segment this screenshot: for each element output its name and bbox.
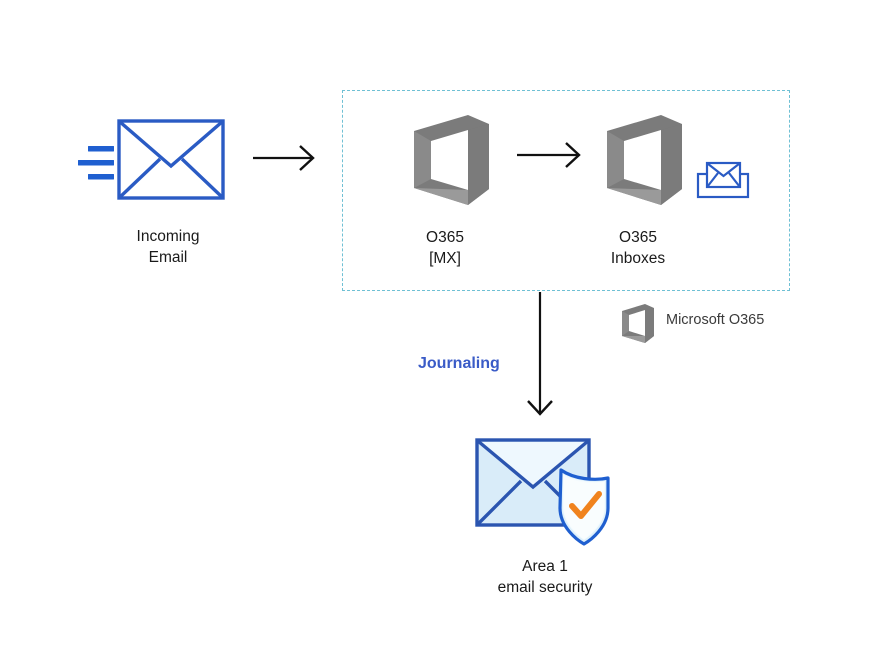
- envelope-icon: [117, 119, 225, 200]
- microsoft-o365-boundary: [342, 90, 790, 291]
- speed-lines-icon: [78, 146, 114, 180]
- legend-label-microsoft-o365: Microsoft O365: [666, 312, 765, 328]
- o365-inboxes-label: O365 Inboxes: [610, 229, 666, 267]
- inbox-tray-envelope-icon: [696, 161, 750, 199]
- arrow-right-icon-1: [253, 145, 315, 171]
- arrow-right-icon-2: [517, 142, 581, 168]
- o365-mx-label: O365 [MX]: [426, 229, 464, 267]
- area1-email-security-label: Area 1 email security: [497, 558, 593, 596]
- incoming-email-label: Incoming Email: [136, 228, 200, 266]
- journaling-edge-label: Journaling: [418, 355, 500, 372]
- office-365-logo-icon-inboxes: [607, 115, 682, 205]
- arrow-down-icon: [527, 292, 553, 416]
- office-365-logo-icon-legend: [622, 304, 654, 343]
- shielded-envelope-icon: [475, 438, 610, 546]
- office-365-logo-icon-mx: [414, 115, 489, 205]
